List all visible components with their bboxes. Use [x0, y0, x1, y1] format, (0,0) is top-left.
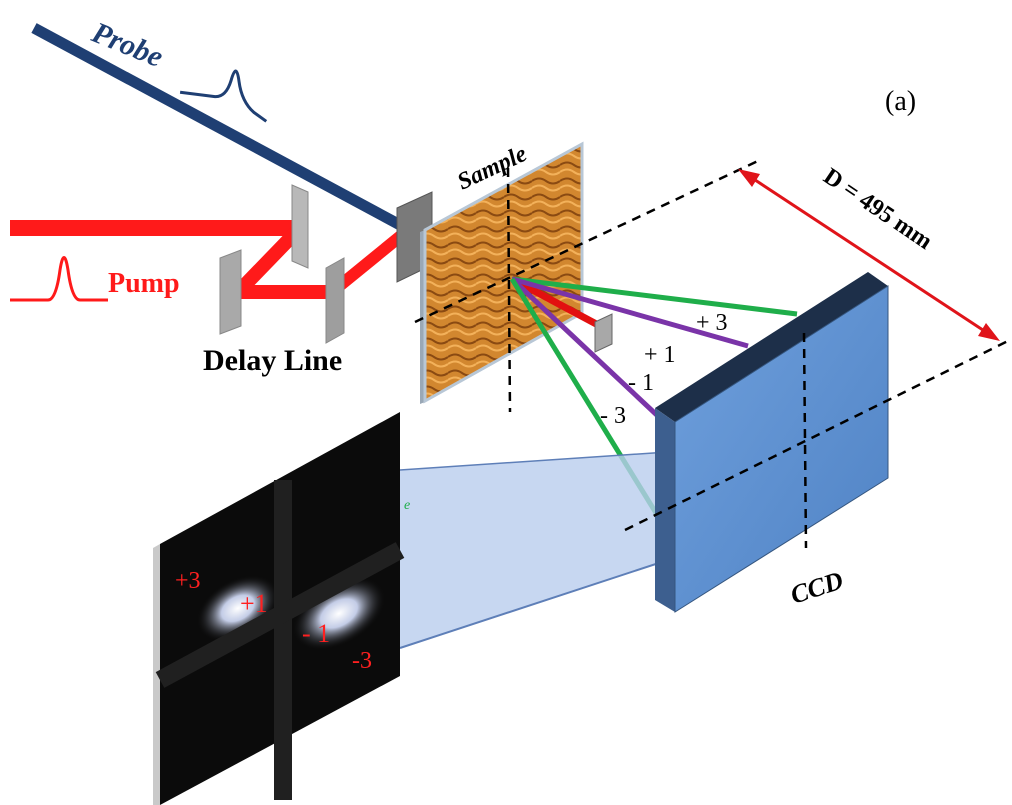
- distance-arrowhead-start: [738, 169, 760, 187]
- pattern-cross-horizontal: [155, 542, 405, 688]
- probe-pulse-icon: [179, 69, 268, 123]
- pump-pulse-icon: [10, 256, 108, 302]
- order-label-plus1: + 1: [644, 342, 676, 368]
- ccd-label: CCD: [787, 566, 847, 610]
- panel-label: (a): [885, 86, 916, 117]
- projection-edge-bottom: [399, 559, 669, 649]
- order-label-minus1: - 1: [628, 370, 654, 396]
- order-label-minus3: - 3: [600, 403, 626, 429]
- pump-label: Pump: [108, 268, 180, 299]
- order-plus1-beam: [511, 276, 749, 349]
- order-label-plus3: + 3: [696, 310, 728, 336]
- sample-vertical-axis: [506, 167, 512, 413]
- pattern-label-plus1: +1: [240, 589, 268, 618]
- ccd-top-edge: [655, 272, 888, 422]
- distance-arrow: [745, 172, 993, 338]
- pattern-image-edge: [153, 544, 160, 805]
- small-e-label: e: [404, 498, 410, 513]
- beam-block: [594, 313, 613, 353]
- distance-label: D = 495 mm: [819, 163, 937, 254]
- delay-mirror-left: [219, 249, 242, 335]
- order-minus1-beam: [510, 277, 662, 420]
- projection-cone: [400, 452, 668, 648]
- delay-mirror-top: [291, 184, 309, 269]
- pump-beam-to-sample: [328, 225, 412, 297]
- zero-order-beam: [510, 275, 602, 330]
- pump-beam-delay-diagonal: [234, 223, 306, 295]
- sample-plate: [423, 141, 584, 404]
- probe-beam: [31, 23, 418, 238]
- projection-edge-top: [399, 451, 669, 471]
- delay-line-label: Delay Line: [203, 344, 342, 377]
- pattern-label-minus1: - 1: [302, 619, 330, 648]
- pattern-label-plus3: +3: [175, 568, 201, 594]
- ccd-vertical-axis: [802, 332, 808, 549]
- ccd-side: [655, 408, 675, 612]
- pattern-label-minus3: -3: [352, 648, 372, 674]
- ccd-horizontal-axis: [624, 338, 1011, 532]
- order-plus3-beam: [511, 276, 798, 317]
- ccd-face: [674, 285, 889, 613]
- delay-mirror-right: [325, 257, 345, 344]
- distance-arrowhead-end: [978, 323, 1000, 341]
